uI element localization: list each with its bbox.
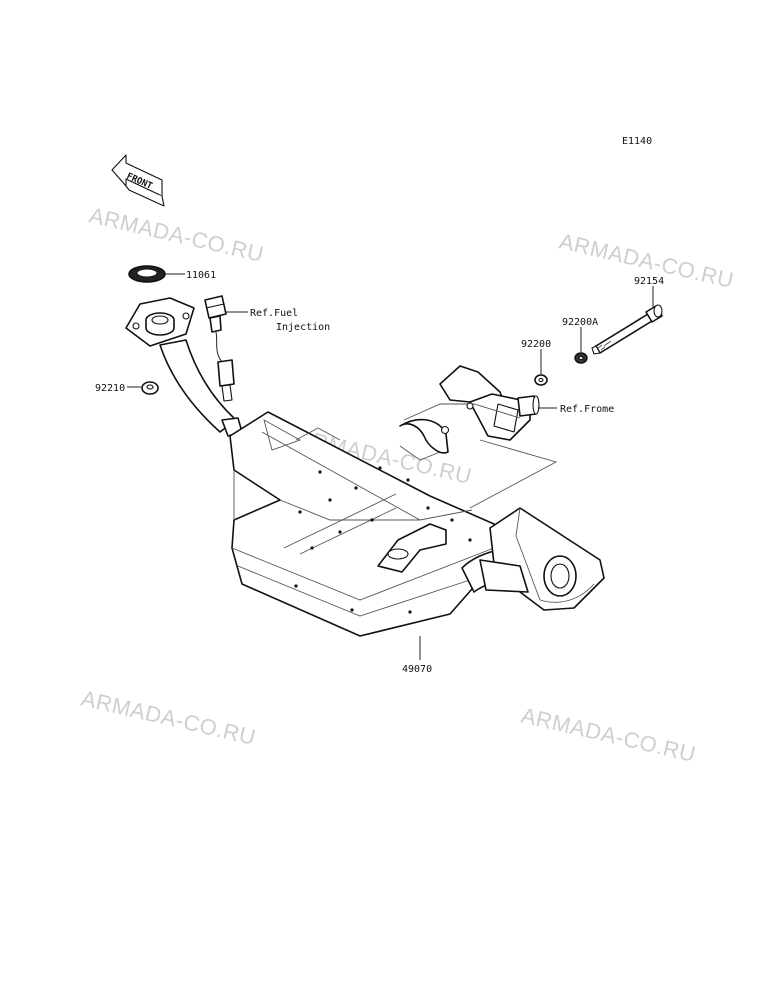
label-92200a: 92200A <box>562 317 598 328</box>
gasket-11061 <box>128 265 166 283</box>
label-92210: 92210 <box>95 383 125 394</box>
diagram-code: E1140 <box>622 136 652 147</box>
label-92200: 92200 <box>521 339 551 350</box>
muffler-49070 <box>229 411 605 637</box>
label-ref-fuel-1: Ref.Fuel <box>250 308 298 319</box>
washer-92200 <box>534 374 548 386</box>
watermark-5: ARMADA-CO.RU <box>519 703 698 767</box>
label-11061: 11061 <box>186 270 216 281</box>
label-92154: 92154 <box>634 276 664 287</box>
label-ref-frame: Ref.Frome <box>560 404 614 415</box>
label-ref-fuel-2: Injection <box>276 322 330 333</box>
frame-bracket <box>399 365 558 509</box>
label-49070: 49070 <box>402 664 432 675</box>
watermark-4: ARMADA-CO.RU <box>79 686 258 750</box>
washer-92200a <box>574 352 588 364</box>
watermark-1: ARMADA-CO.RU <box>87 203 266 267</box>
bolt-92154 <box>591 304 663 355</box>
oxygen-sensor <box>204 295 243 437</box>
front-arrow-icon: FRONT <box>111 154 165 207</box>
exhaust-pipe-flange <box>125 297 237 433</box>
nut-92210 <box>141 381 159 395</box>
